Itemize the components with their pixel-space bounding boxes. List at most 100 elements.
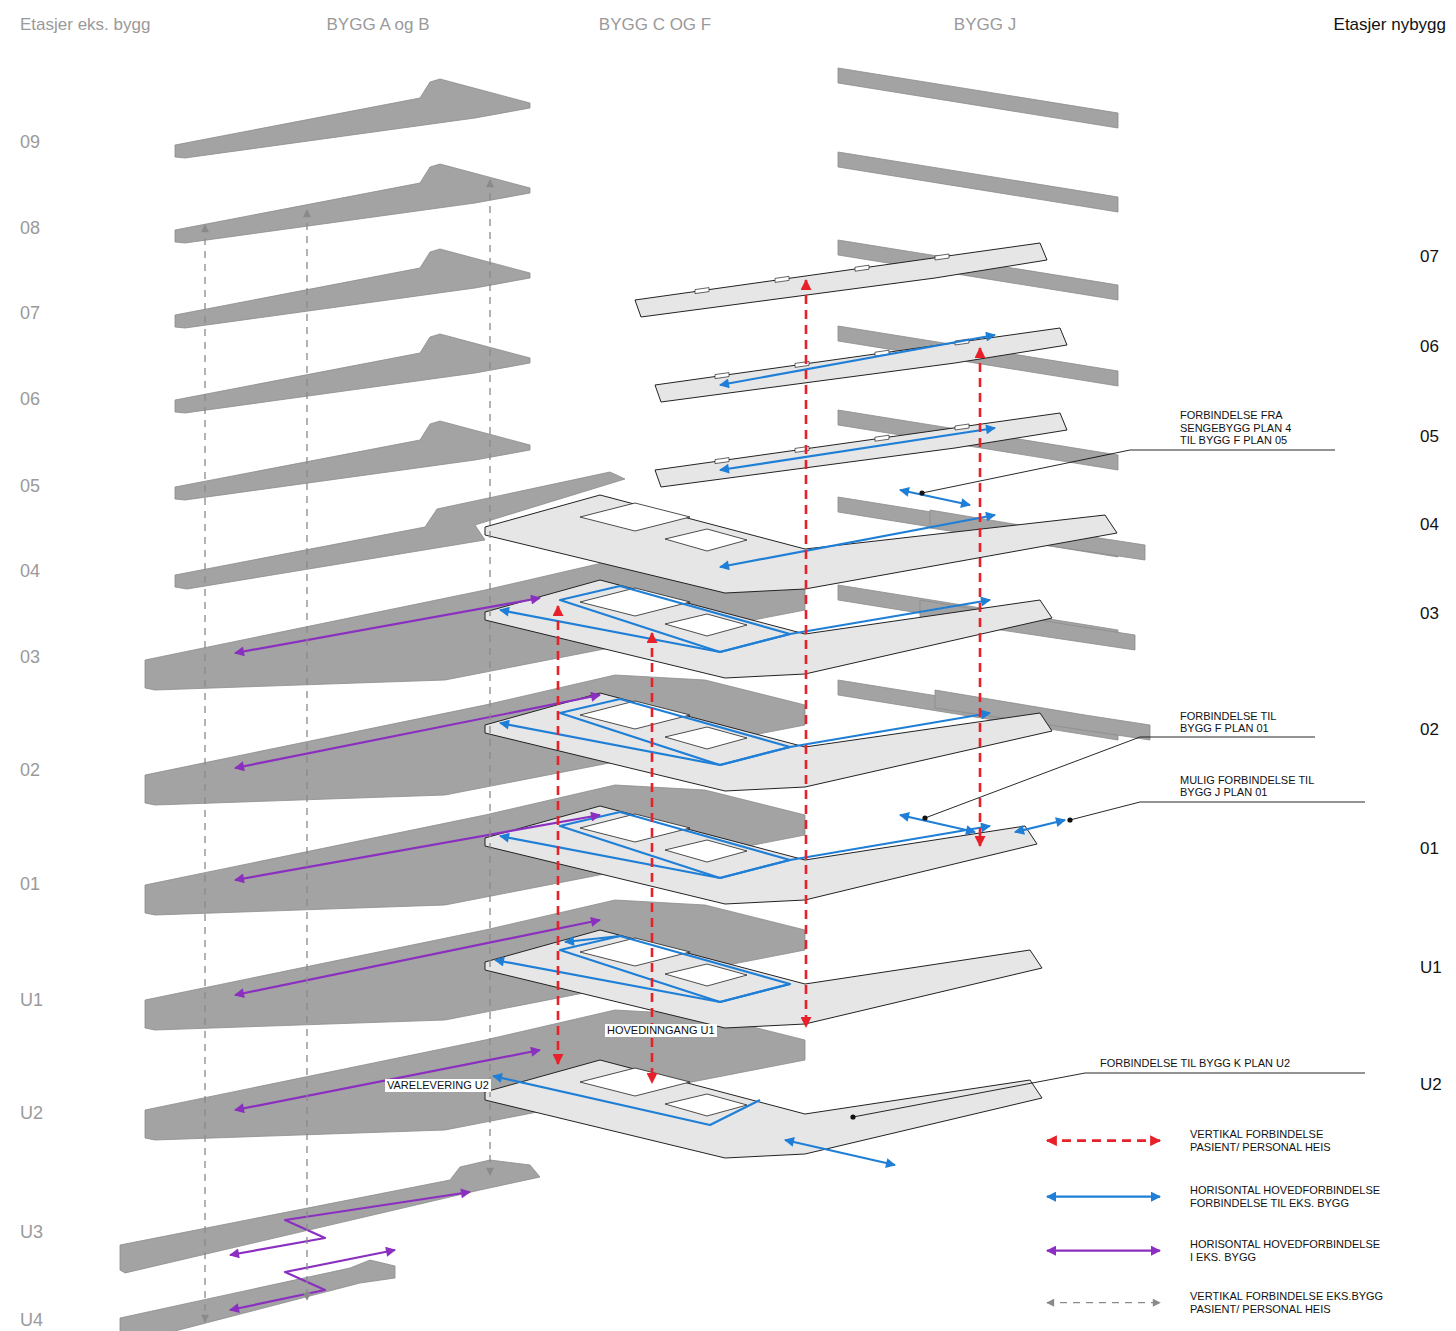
new-floor-plate [655,328,1067,402]
plan-detail [935,254,949,260]
vertical-existing-elevator [306,210,307,1300]
vertical-elevator [805,280,808,1027]
horizontal-existing-connection [235,1050,540,1110]
column-heading: BYGG J [954,15,1016,35]
column-heading: BYGG A og B [326,15,429,35]
horizontal-main-connection [720,335,995,385]
floor-number: U3 [20,1222,43,1243]
floor-number: 01 [20,874,40,895]
plan-detail [715,458,729,464]
floor-number: U2 [20,1103,43,1124]
floor-number: U4 [20,1310,43,1331]
existing-floor-plate [120,1260,395,1331]
horizontal-main-connection [500,826,990,878]
plan-detail [955,424,969,430]
leader-dot [919,490,924,495]
legend-sample [1047,1139,1160,1142]
existing-plate [838,68,1118,128]
floor-number: U1 [20,990,43,1011]
leader-dot [922,815,927,820]
legend-samples [1047,1141,1160,1303]
column-heading: Etasjer nybygg [1334,15,1446,35]
existing-floor-plate [175,164,530,243]
horizontal-existing-connection [230,1250,395,1310]
vertical-elevator [557,606,560,1064]
horizontal-main-connection [500,713,990,765]
existing-floor-plate [175,334,530,413]
existing-floor-plate [175,249,530,328]
callout-note: FORBINDELSE FRA SENGEBYGG PLAN 4 TIL BYG… [1180,409,1302,447]
vertical-existing-elevator [489,180,490,1175]
floor-number: 01 [1420,839,1439,859]
vertical-existing-elevator [204,225,205,1322]
horizontal-existing-connection [235,695,600,768]
plan-detail [855,265,869,271]
horizontal-main-connection [1015,820,1065,832]
legend-text: HORISONTAL HOVEDFORBINDELSE I EKS. BYGG [1190,1238,1386,1263]
floor-number: 05 [20,476,40,497]
floor-number: 03 [20,647,40,668]
floor-number: 06 [1420,337,1439,357]
floor-number: 02 [20,760,40,781]
floor-number: 07 [20,303,40,324]
leader-dot [850,1114,855,1119]
callout-note: FORBINDELSE TIL BYGG K PLAN U2 [1100,1057,1290,1070]
horizontal-main-connection [785,1140,895,1165]
leader-dot [1067,817,1072,822]
horizontal-main-connection [493,1076,760,1125]
horizontal-main-connection [500,600,990,652]
floor-number: U2 [1420,1075,1442,1095]
floor-number: 04 [20,561,40,582]
floor-number: 09 [20,132,40,153]
new-floor-plate [485,693,1052,791]
atrium-opening [580,503,690,531]
legend-sample [1047,1250,1160,1252]
floor-number: 04 [1420,515,1439,535]
floor-number: 03 [1420,604,1439,624]
leader-line [853,1073,1365,1117]
floor-number: U1 [1420,958,1442,978]
legend-text: HORISONTAL HOVEDFORBINDELSE FORBINDELSE … [1190,1184,1386,1209]
floor-number: 06 [20,389,40,410]
horizontal-main-connection [900,815,975,832]
leader-line [922,450,1335,493]
plan-detail [715,373,729,379]
plan-detail [695,288,709,294]
horizontal-main-connection [565,936,620,942]
legend-text: VERTIKAL FORBINDELSE EKS.BYGG PASIENT/ P… [1190,1290,1392,1315]
horizontal-main-connection [495,960,790,1002]
new-floor-plate [485,580,1052,678]
existing-floor-plate [120,1160,540,1273]
new-floor-plate [485,495,1117,593]
floor-number: 07 [1420,247,1439,267]
callout-note: FORBINDELSE TIL BYGG F PLAN 01 [1180,710,1296,735]
connection-arrows [205,180,1365,1322]
floor-number: 02 [1420,720,1439,740]
column-heading: Etasjer eks. bygg [20,15,150,35]
column-heading: BYGG C OG F [599,15,711,35]
existing-floor-plate [175,421,530,500]
legend-sample [1047,1302,1160,1303]
horizontal-main-connection [720,515,995,567]
floor-number: 08 [20,218,40,239]
atrium-opening [665,529,747,551]
existing-floor-plate [175,79,530,158]
atrium-opening [580,1068,690,1096]
leader-line [1070,802,1365,820]
new-floor-plate [485,930,1042,1028]
horizontal-existing-connection [235,598,540,653]
horizontal-existing-connection [235,920,600,995]
existing-plate [838,152,1118,212]
floor-number: 05 [1420,427,1439,447]
vertical-elevator [651,633,654,1083]
legend-sample [1047,1196,1160,1198]
horizontal-main-connection [900,490,970,505]
callout-note: HOVEDINNGANG U1 [605,1024,717,1037]
callout-note: VARELEVERING U2 [385,1079,491,1092]
callout-note: MULIG FORBINDELSE TIL BYGG J PLAN 01 [1180,774,1332,799]
horizontal-main-connection [720,428,995,470]
floor-plates [120,68,1150,1331]
plan-detail [875,435,889,441]
horizontal-existing-connection [235,815,600,880]
